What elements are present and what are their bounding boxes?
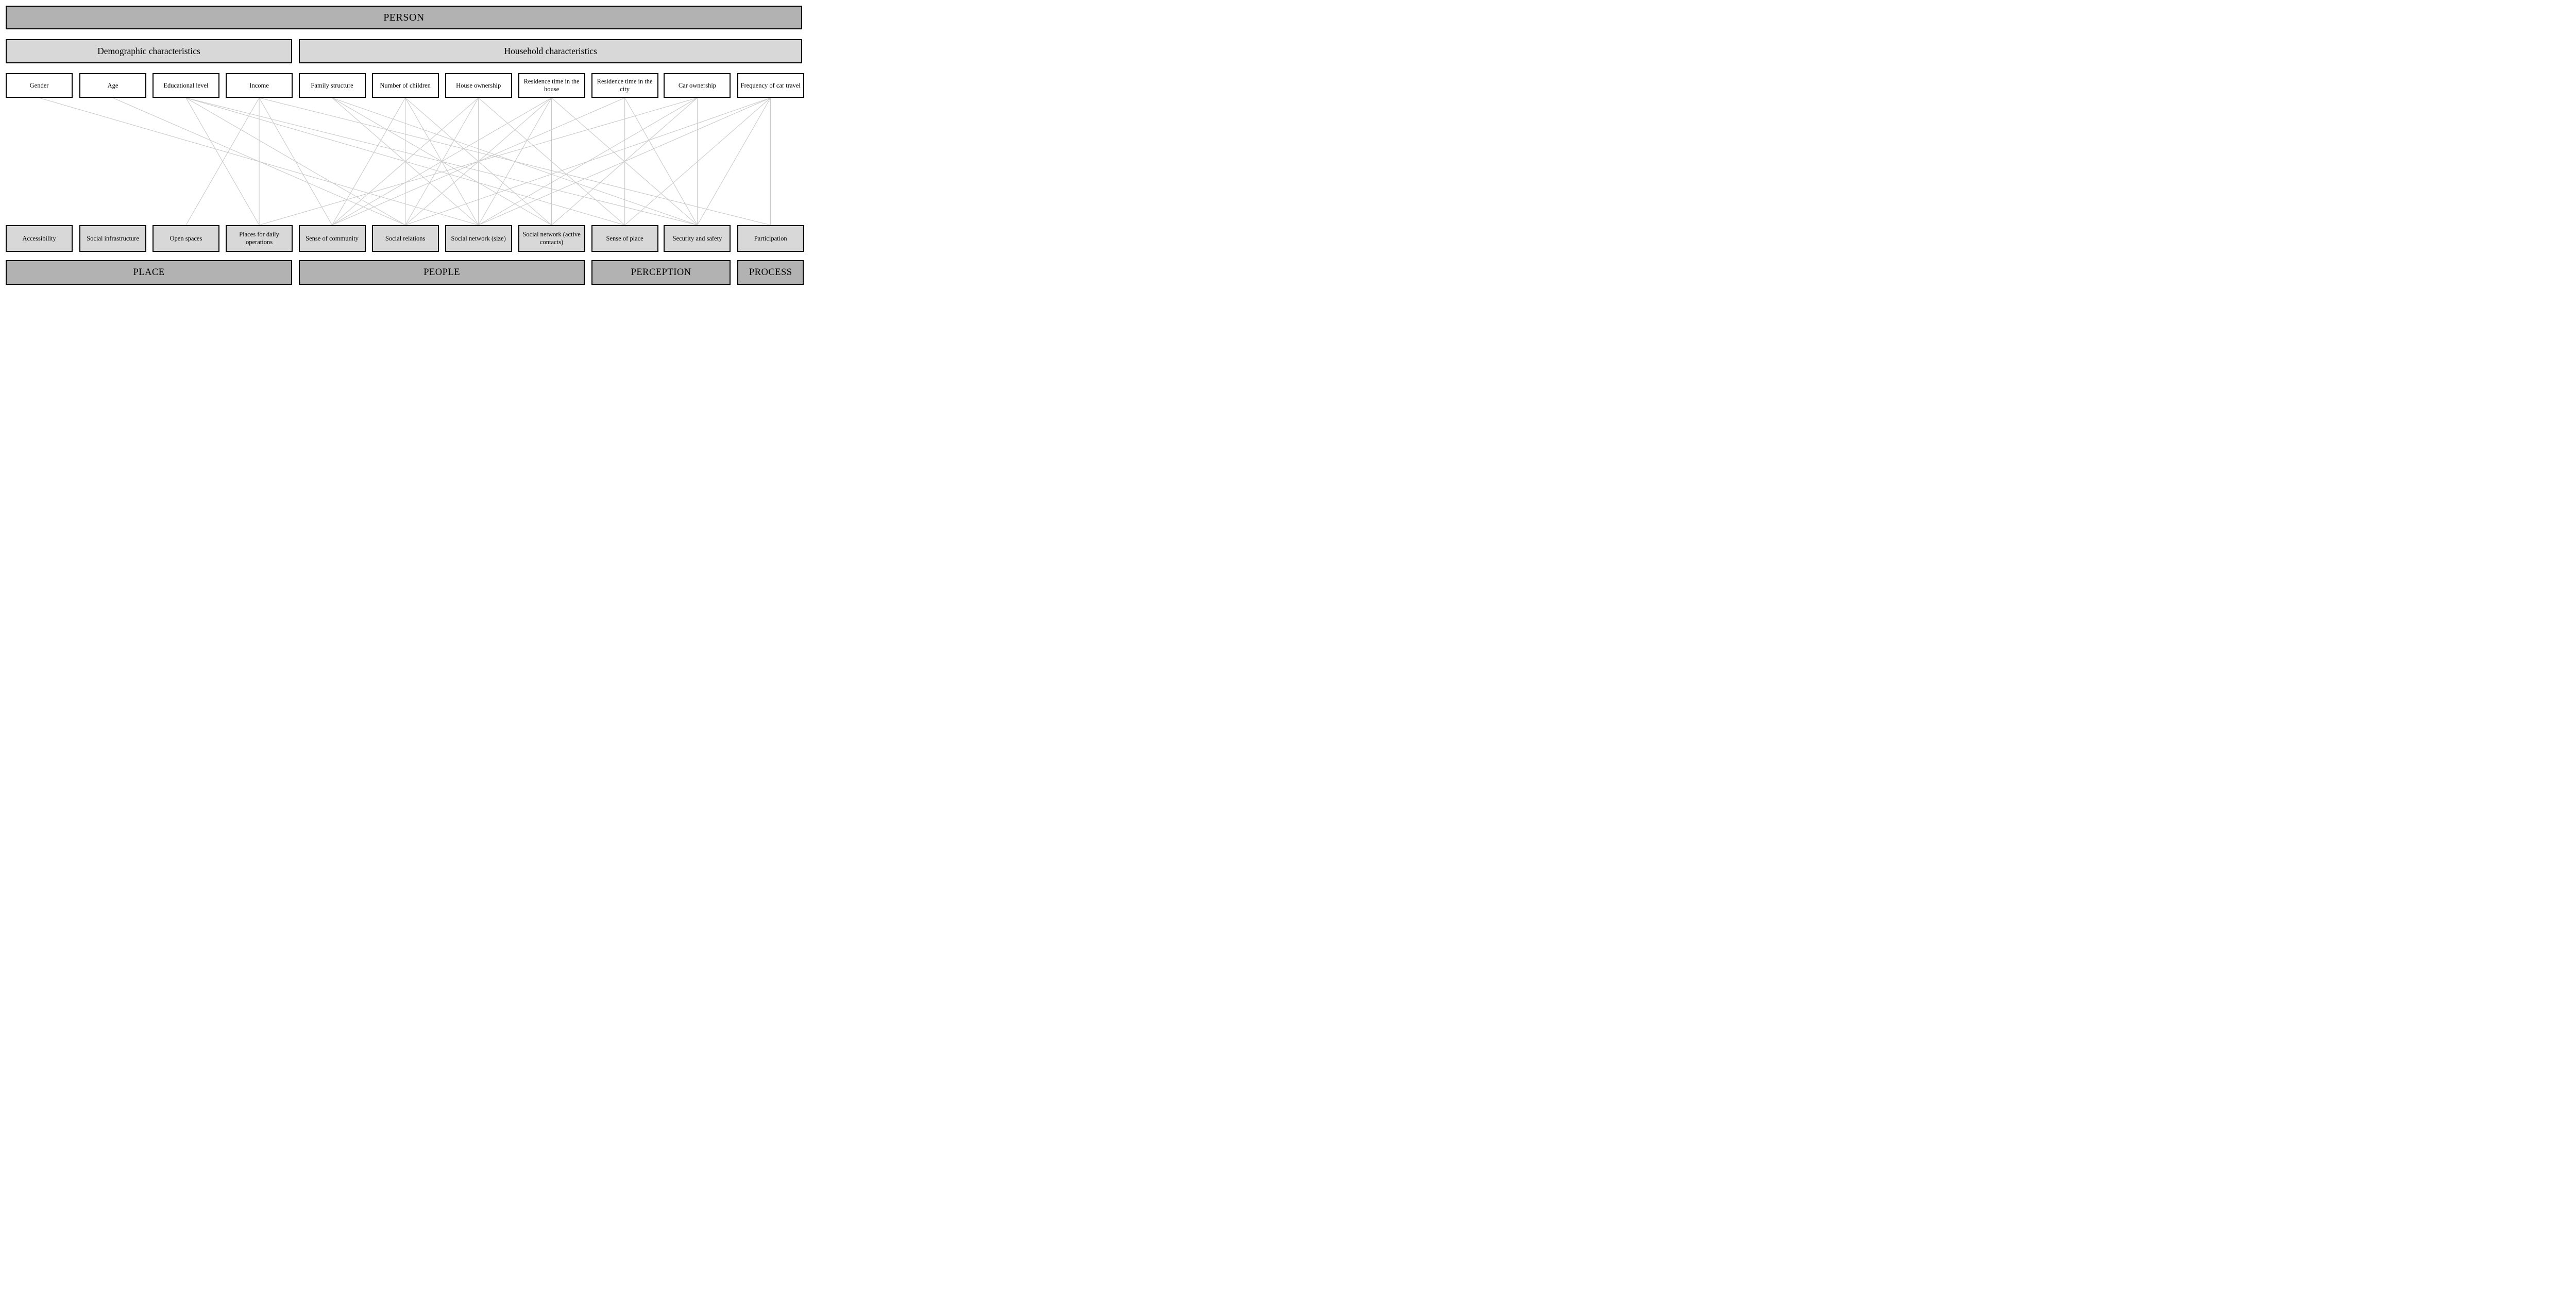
category-bar-household: Household characteristics <box>299 39 803 63</box>
top-box-education: Educational level <box>152 73 219 98</box>
connection-lines <box>0 98 808 225</box>
category-bar-demographic: Demographic characteristics <box>6 39 292 63</box>
edge-children--sense-of-community <box>332 98 405 225</box>
bottom-box-sense-of-place: Sense of place <box>591 225 658 252</box>
bottom-box-sense-of-community: Sense of community <box>298 225 366 252</box>
person-bar: PERSON <box>6 6 803 29</box>
edge-freq-car-travel--sn-size <box>479 98 771 225</box>
bottom-bar-process: PROCESS <box>737 260 804 285</box>
top-box-car-ownership: Car ownership <box>664 73 731 98</box>
top-box-res-time-house: Residence time in the house <box>518 73 585 98</box>
edge-freq-car-travel--social-relations <box>405 98 771 225</box>
top-box-family-structure: Family structure <box>298 73 366 98</box>
bottom-box-places: Places for daily operations <box>226 225 293 252</box>
framework-diagram: PERSON Demographic characteristics Househ… <box>0 0 808 291</box>
top-box-income: Income <box>226 73 293 98</box>
edge-house-ownership--sense-of-community <box>332 98 479 225</box>
top-box-children: Number of children <box>371 73 439 98</box>
top-box-res-time-city: Residence time in the city <box>591 73 658 98</box>
edge-res-time-city--security <box>625 98 698 225</box>
bottom-bar-people: PEOPLE <box>299 260 585 285</box>
bottom-box-sn-active: Social network (active contacts) <box>518 225 585 252</box>
bottom-box-sn-size: Social network (size) <box>445 225 512 252</box>
edge-income--open-spaces <box>186 98 259 225</box>
edge-freq-car-travel--security <box>697 98 770 225</box>
bottom-bar-perception: PERCEPTION <box>591 260 731 285</box>
edge-income--sense-of-community <box>259 98 332 225</box>
edge-res-time-house--sn-size <box>479 98 552 225</box>
bottom-box-participation: Participation <box>737 225 804 252</box>
bottom-box-social-relations: Social relations <box>371 225 439 252</box>
bottom-bar-place: PLACE <box>6 260 292 285</box>
top-box-freq-car-travel: Frequency of car travel <box>737 73 804 98</box>
edge-res-time-house--sense-of-community <box>332 98 552 225</box>
bottom-box-open-spaces: Open spaces <box>152 225 219 252</box>
top-box-age: Age <box>79 73 147 98</box>
edge-freq-car-travel--sense-of-place <box>625 98 771 225</box>
edge-car-ownership--places <box>259 98 697 225</box>
bottom-box-social-infrastructure: Social infrastructure <box>79 225 147 252</box>
top-box-house-ownership: House ownership <box>445 73 512 98</box>
bottom-box-security: Security and safety <box>664 225 731 252</box>
top-box-gender: Gender <box>6 73 73 98</box>
bottom-box-accessibility: Accessibility <box>6 225 73 252</box>
